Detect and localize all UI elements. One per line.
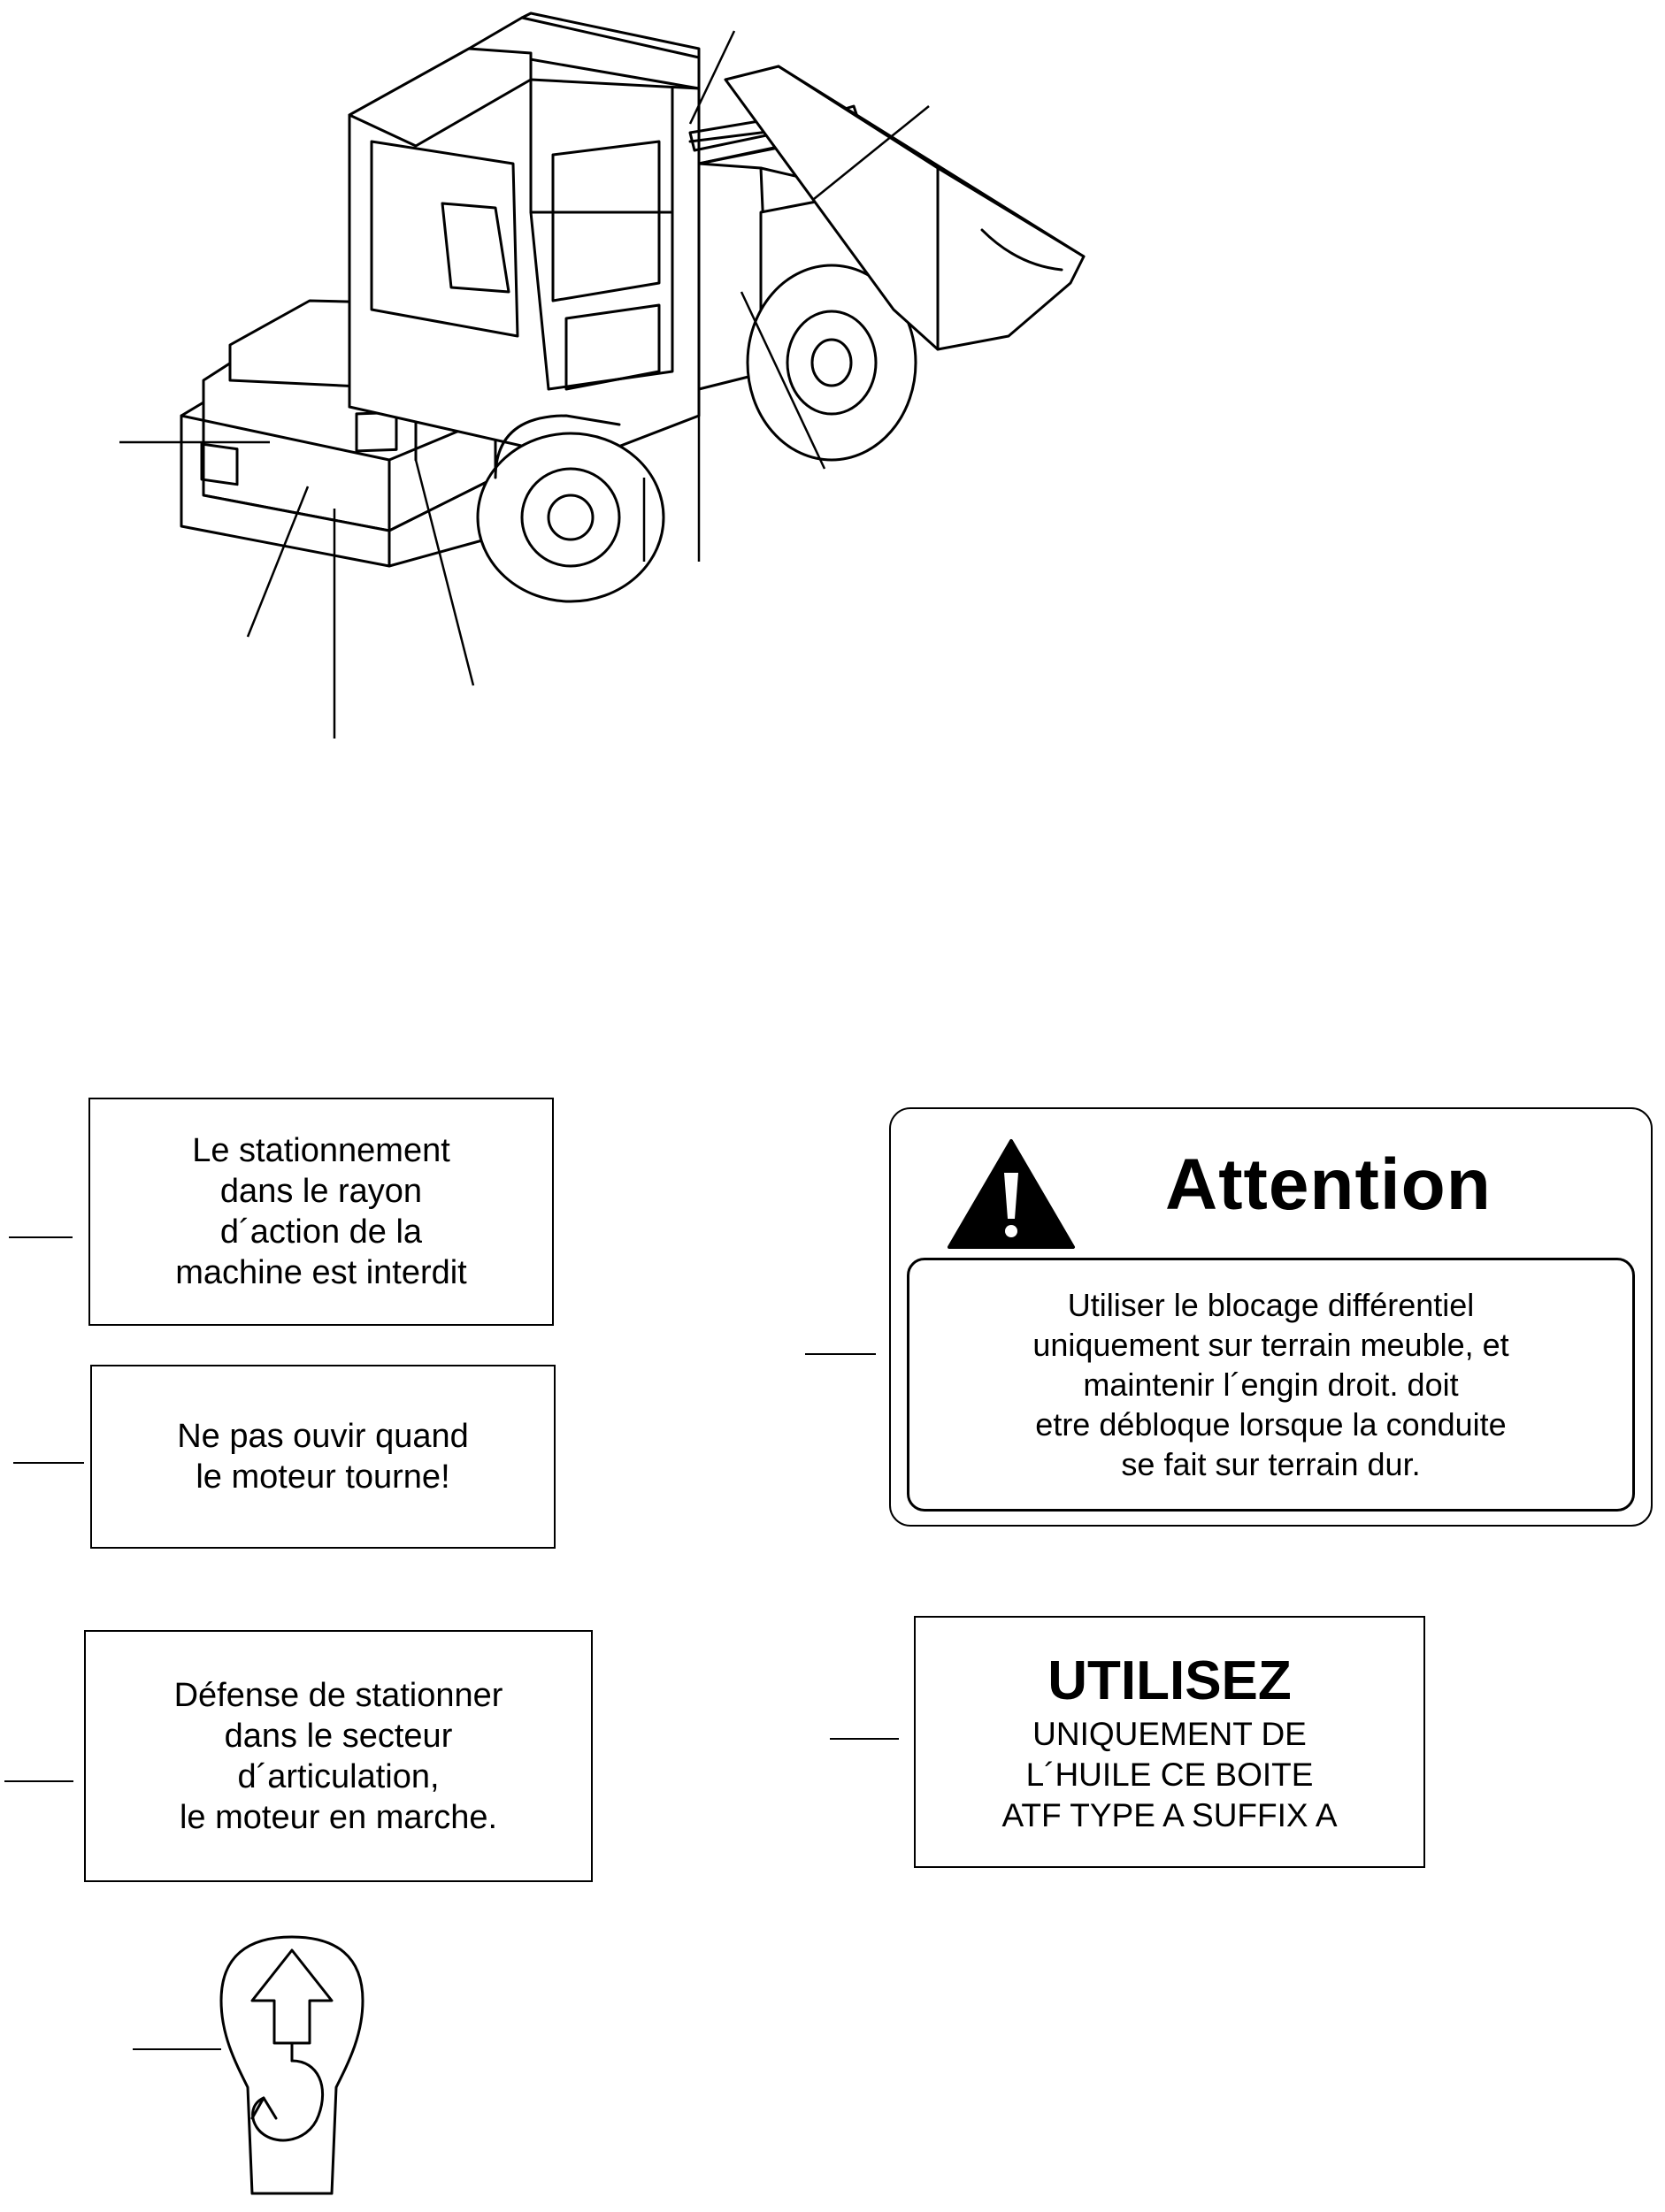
- lifting-hook-arrow-icon: [219, 1935, 364, 2195]
- label-line: Défense de stationner: [173, 1676, 503, 1714]
- callout-line: [13, 1462, 84, 1464]
- label-line: d´action de la: [219, 1213, 423, 1251]
- callout-line: [9, 1236, 73, 1238]
- wheel-loader-illustration: [180, 11, 1086, 603]
- label-rayon-action: Le stationnement dans le rayon d´action …: [88, 1098, 554, 1326]
- label-line: Ne pas ouvir quand: [177, 1418, 469, 1455]
- label-line: dans le secteur: [224, 1717, 453, 1755]
- label-line: UNIQUEMENT DE: [1032, 1715, 1307, 1752]
- label-line: Le stationnement: [192, 1132, 450, 1169]
- callout-leader-lines: [119, 30, 930, 739]
- label-line: le moteur tourne!: [196, 1458, 450, 1496]
- label-line: machine est interdit: [175, 1254, 467, 1291]
- label-line: ATF TYPE A SUFFIX A: [1001, 1796, 1338, 1833]
- label-line: L´HUILE CE BOITE: [1025, 1756, 1314, 1793]
- attention-line: maintenir l´engin droit. doit: [1083, 1366, 1459, 1403]
- attention-line: etre débloque lorsque la conduite: [1035, 1406, 1507, 1443]
- label-utilisez-huile: UTILISEZ UNIQUEMENT DE L´HUILE CE BOITE …: [914, 1616, 1425, 1868]
- callout-line: [805, 1353, 876, 1355]
- attention-text-panel: Utiliser le blocage différentiel uniquem…: [907, 1258, 1635, 1512]
- warning-triangle-icon: [948, 1139, 1075, 1249]
- callout-line: [830, 1738, 899, 1740]
- attention-line: se fait sur terrain dur.: [1121, 1446, 1421, 1482]
- attention-title: Attention: [1165, 1144, 1492, 1225]
- attention-line: Utiliser le blocage différentiel: [1067, 1287, 1475, 1323]
- label-articulation: Défense de stationner dans le secteur d´…: [84, 1630, 593, 1882]
- callout-line: [4, 1780, 73, 1782]
- callout-line: [133, 2048, 221, 2050]
- label-ne-pas-ouvrir: Ne pas ouvir quand le moteur tourne!: [90, 1365, 556, 1549]
- attention-line: uniquement sur terrain meuble, et: [1032, 1327, 1509, 1363]
- utilisez-title: UTILISEZ: [1047, 1649, 1292, 1711]
- label-line: d´articulation,: [237, 1757, 440, 1795]
- label-line: dans le rayon: [219, 1173, 423, 1210]
- attention-decal: Attention Utiliser le blocage différenti…: [889, 1107, 1653, 1527]
- label-line: le moteur en marche.: [179, 1798, 498, 1836]
